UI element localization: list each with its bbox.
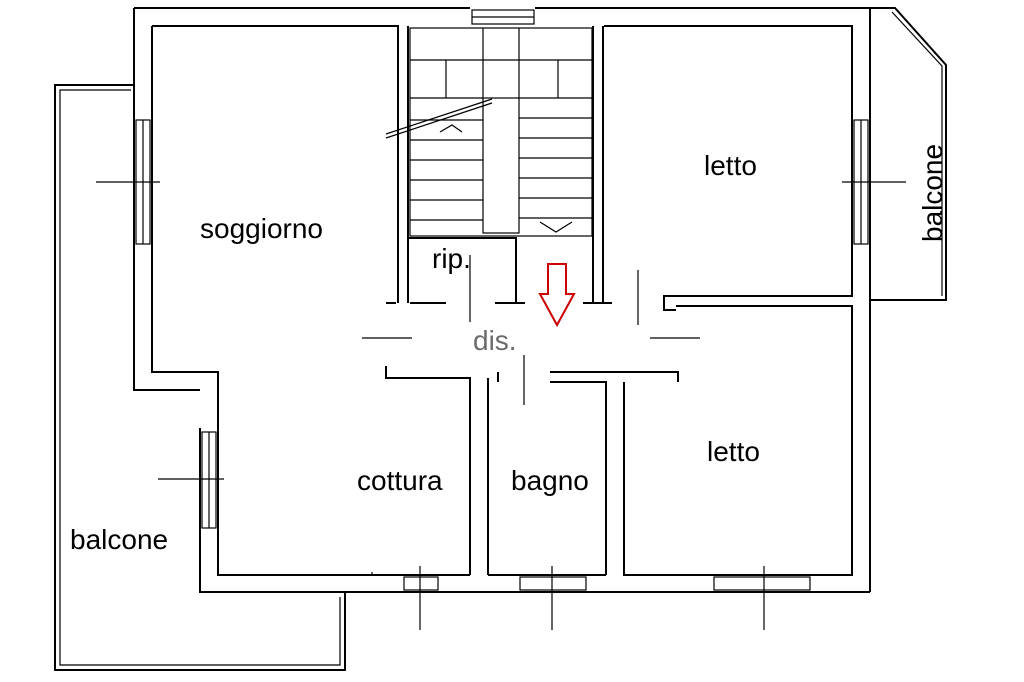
room-label-letto-top: letto bbox=[704, 150, 757, 181]
room-label-balcone-right: balcone bbox=[917, 144, 948, 242]
room-label-cottura: cottura bbox=[357, 465, 443, 496]
balcony-right-outline bbox=[870, 7, 947, 301]
arrow-down-icon bbox=[538, 263, 576, 328]
room-label-balcone-left: balcone bbox=[70, 524, 168, 555]
room-label-rip: rip. bbox=[432, 243, 471, 274]
room-label-letto-bottom: letto bbox=[707, 436, 760, 467]
door-swings bbox=[362, 255, 700, 576]
staircase bbox=[385, 27, 593, 237]
room-label-soggiorno: soggiorno bbox=[200, 213, 323, 244]
balcony-left-outline bbox=[54, 84, 346, 671]
outer-walls bbox=[133, 7, 871, 593]
room-label-bagno: bagno bbox=[511, 465, 589, 496]
interior-walls bbox=[385, 237, 853, 576]
windows bbox=[96, 9, 906, 630]
room-label-dis: dis. bbox=[473, 325, 517, 356]
